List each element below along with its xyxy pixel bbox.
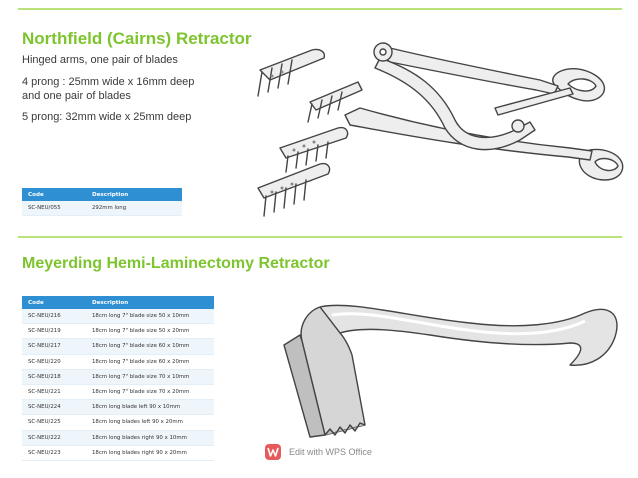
table-row: SC-NEU/222 18cm long blades right 90 x 1… — [22, 430, 214, 446]
description-cell: 18cm long 7" blade size 70 x 20mm — [86, 384, 214, 401]
northfield-title: Northfield (Cairns) Retractor — [22, 29, 252, 48]
table-header-row: Code Description — [22, 188, 182, 201]
description-cell: 292mm long — [86, 201, 182, 217]
code-cell: SC-NEU/220 — [22, 354, 86, 370]
top-divider — [18, 8, 622, 10]
description-cell: 18cm long 7" blade size 70 x 10mm — [86, 369, 214, 385]
table-row: SC-NEU/217 18cm long 7" blade size 60 x … — [22, 338, 214, 355]
code-column-header: Code — [22, 188, 86, 201]
table-row: SC-NEU/221 18cm long 7" blade size 70 x … — [22, 384, 214, 401]
description-cell: 18cm long blade left 90 x 10mm — [86, 399, 214, 416]
code-cell: SC-NEU/217 — [22, 338, 86, 355]
northfield-description-line-3: and one pair of blades — [22, 90, 131, 102]
code-cell: SC-NEU/221 — [22, 384, 86, 401]
code-cell: SC-NEU/055 — [22, 201, 86, 217]
wps-office-logo-icon — [265, 444, 281, 460]
table-row: SC-NEU/224 18cm long blade left 90 x 10m… — [22, 399, 214, 416]
code-cell: SC-NEU/223 — [22, 445, 86, 461]
table-header-row: Code Description — [22, 296, 214, 309]
description-column-header: Description — [86, 188, 182, 201]
code-cell: SC-NEU/216 — [22, 309, 86, 325]
description-cell: 18cm long 7" blade size 60 x 10mm — [86, 338, 214, 355]
northfield-retractor-illustration — [257, 42, 624, 217]
code-cell: SC-NEU/224 — [22, 399, 86, 416]
description-cell: 18cm long blades left 90 x 20mm — [86, 414, 214, 431]
table-row: SC-NEU/055 292mm long — [22, 201, 182, 217]
description-cell: 18cm long 7" blade size 50 x 20mm — [86, 323, 214, 340]
table-row: SC-NEU/220 18cm long 7" blade size 60 x … — [22, 354, 214, 370]
meyerding-retractor-illustration — [283, 304, 618, 438]
table-row: SC-NEU/219 18cm long 7" blade size 50 x … — [22, 323, 214, 340]
table-row: SC-NEU/225 18cm long blades left 90 x 20… — [22, 414, 214, 431]
code-cell: SC-NEU/218 — [22, 369, 86, 385]
description-cell: 18cm long blades right 90 x 20mm — [86, 445, 214, 461]
code-cell: SC-NEU/222 — [22, 430, 86, 446]
meyerding-spec-table: Code Description SC-NEU/216 18cm long 7"… — [22, 296, 214, 461]
table-row: SC-NEU/223 18cm long blades right 90 x 2… — [22, 445, 214, 461]
code-cell: SC-NEU/219 — [22, 323, 86, 340]
watermark-text: Edit with WPS Office — [289, 447, 372, 457]
code-column-header: Code — [22, 296, 86, 309]
northfield-description-line-4: 5 prong: 32mm wide x 25mm deep — [22, 111, 192, 123]
description-column-header: Description — [86, 296, 214, 309]
northfield-spec-table: Code Description SC-NEU/055 292mm long — [22, 188, 182, 217]
table-row: SC-NEU/218 18cm long 7" blade size 70 x … — [22, 369, 214, 385]
description-cell: 18cm long blades right 90 x 10mm — [86, 430, 214, 446]
wps-watermark[interactable]: Edit with WPS Office — [265, 444, 372, 460]
code-cell: SC-NEU/225 — [22, 414, 86, 431]
northfield-description-line-2: 4 prong : 25mm wide x 16mm deep — [22, 76, 195, 88]
northfield-description-line-1: Hinged arms, one pair of blades — [22, 54, 178, 66]
section-divider — [18, 236, 622, 238]
description-cell: 18cm long 7" blade size 60 x 20mm — [86, 354, 214, 370]
description-cell: 18cm long 7" blade size 50 x 10mm — [86, 309, 214, 325]
meyerding-title: Meyerding Hemi-Laminectomy Retractor — [22, 255, 330, 272]
table-row: SC-NEU/216 18cm long 7" blade size 50 x … — [22, 309, 214, 325]
